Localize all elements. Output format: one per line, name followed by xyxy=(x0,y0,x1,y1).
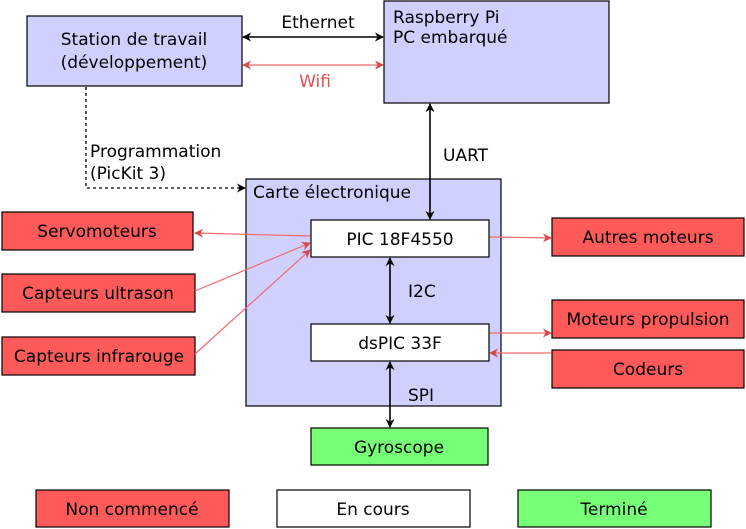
capteurs-ultrason-label: Capteurs ultrason xyxy=(22,284,174,304)
spi-label: SPI xyxy=(408,386,434,406)
legend-in-progress: En cours xyxy=(276,489,471,528)
capteurs-ultrason-node: Capteurs ultrason xyxy=(1,273,196,313)
infrarouge-to-pic-arrow xyxy=(194,249,311,355)
wifi-label: Wifi xyxy=(299,72,331,92)
legend-in-progress-label: En cours xyxy=(336,500,409,520)
legend-not-started: Non commencé xyxy=(35,489,230,528)
legend-done-label: Terminé xyxy=(579,500,647,520)
raspberry-label-line2: PC embarqué xyxy=(393,28,507,48)
servomoteurs-label: Servomoteurs xyxy=(37,222,157,242)
legend: Non commencé En cours Terminé xyxy=(35,489,712,528)
i2c-label: I2C xyxy=(408,282,436,302)
moteurs-propulsion-node: Moteurs propulsion xyxy=(551,299,745,339)
pic-to-servomoteurs-arrow xyxy=(194,228,311,238)
carte-electronique-label: Carte électronique xyxy=(253,183,411,203)
spi-link: SPI xyxy=(385,361,434,428)
uart-link: UART xyxy=(425,103,489,220)
gyroscope-label: Gyroscope xyxy=(354,438,444,458)
codeurs-node: Codeurs xyxy=(551,349,745,389)
i2c-link: I2C xyxy=(385,257,436,324)
autres-moteurs-label: Autres moteurs xyxy=(582,228,713,248)
pic-to-autres-moteurs-arrow xyxy=(489,233,552,243)
ethernet-link: Ethernet xyxy=(242,13,384,42)
ethernet-label: Ethernet xyxy=(281,13,355,33)
raspberry-pi-node: Raspberry Pi PC embarqué xyxy=(383,0,610,104)
programmation-link: Programmation (PicKit 3) xyxy=(85,87,246,193)
servomoteurs-node: Servomoteurs xyxy=(1,211,194,251)
carte-electronique-node: Carte électronique xyxy=(245,178,502,407)
autres-moteurs-node: Autres moteurs xyxy=(551,217,745,257)
programmation-label-line2: (PicKit 3) xyxy=(90,164,166,184)
gyroscope-node: Gyroscope xyxy=(310,427,489,466)
raspberry-label-line1: Raspberry Pi xyxy=(393,8,500,28)
uart-label: UART xyxy=(443,146,489,166)
pic-label: PIC 18F4550 xyxy=(346,230,453,250)
dspic-33f-node: dsPIC 33F xyxy=(310,323,490,362)
capteurs-infrarouge-label: Capteurs infrarouge xyxy=(14,347,184,367)
dspic-label: dsPIC 33F xyxy=(358,334,442,354)
pic-18f4550-node: PIC 18F4550 xyxy=(310,219,490,258)
station-label-line2: (développement) xyxy=(61,53,208,73)
wifi-link: Wifi xyxy=(242,60,384,92)
legend-done: Terminé xyxy=(517,489,712,528)
moteurs-propulsion-label: Moteurs propulsion xyxy=(566,310,729,330)
codeurs-label: Codeurs xyxy=(613,360,683,380)
station-de-travail-node: Station de travail (développement) xyxy=(26,15,243,87)
legend-not-started-label: Non commencé xyxy=(65,500,198,520)
station-label-line1: Station de travail xyxy=(61,30,208,50)
capteurs-infrarouge-node: Capteurs infrarouge xyxy=(1,336,196,376)
ultrason-to-pic-arrow xyxy=(194,241,311,292)
programmation-label-line1: Programmation xyxy=(90,142,221,162)
